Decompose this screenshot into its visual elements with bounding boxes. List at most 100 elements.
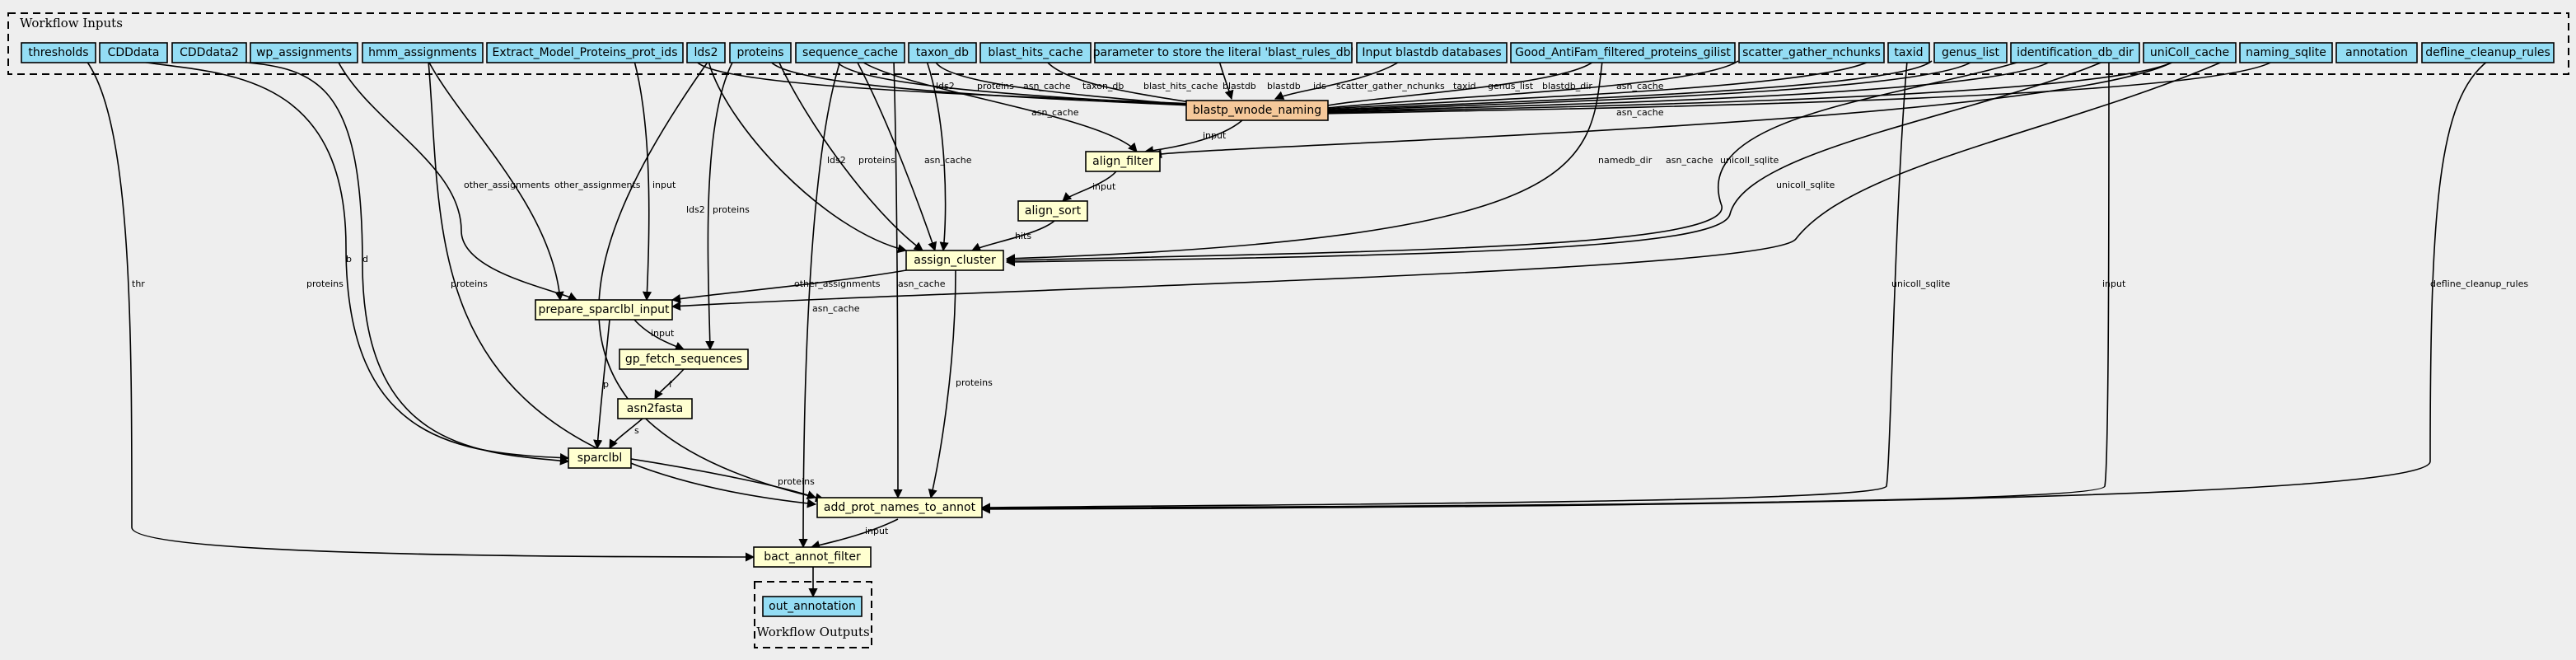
svg-text:hmm_assignments: hmm_assignments bbox=[368, 46, 477, 59]
node-proteins[interactable]: proteins bbox=[729, 42, 792, 63]
svg-text:taxid: taxid bbox=[1894, 46, 1923, 59]
edge-label: lds2 bbox=[936, 81, 955, 91]
svg-text:Extract_Model_Proteins_prot_id: Extract_Model_Proteins_prot_ids bbox=[492, 46, 677, 59]
edge-label: unicoll_sqlite bbox=[1720, 155, 1779, 166]
edge-label: input bbox=[652, 180, 676, 190]
edge-label: proteins bbox=[956, 377, 993, 388]
node-sequence-cache[interactable]: sequence_cache bbox=[795, 42, 905, 63]
edge-label: thr bbox=[132, 279, 145, 289]
edge-label: b bbox=[346, 254, 352, 264]
edge-label: input bbox=[2102, 279, 2126, 289]
node-extract-model-proteins[interactable]: Extract_Model_Proteins_prot_ids bbox=[486, 42, 684, 63]
edge-label: asn_cache bbox=[1616, 107, 1664, 118]
node-good-antifam[interactable]: Good_AntiFam_filtered_proteins_gilist bbox=[1510, 42, 1736, 63]
edge-label: hits bbox=[1015, 231, 1031, 241]
edge-label: asn_cache bbox=[1031, 107, 1079, 118]
node-genus-list[interactable]: genus_list bbox=[1933, 42, 2008, 63]
edge-label: other_assignments bbox=[464, 180, 550, 190]
svg-text:align_filter: align_filter bbox=[1092, 155, 1153, 168]
node-taxid[interactable]: taxid bbox=[1887, 42, 1930, 63]
step-nodes: blastp_wnode_naming align_filter align_s… bbox=[535, 100, 1329, 617]
edge-label: d bbox=[362, 254, 368, 264]
svg-text:align_sort: align_sort bbox=[1025, 204, 1082, 218]
edge-label: asn_cache bbox=[1023, 81, 1071, 91]
workflow-outputs-cluster bbox=[754, 581, 872, 648]
node-hmm-assignments[interactable]: hmm_assignments bbox=[362, 42, 484, 63]
svg-text:thresholds: thresholds bbox=[28, 46, 88, 59]
svg-text:bact_annot_filter: bact_annot_filter bbox=[764, 550, 861, 564]
edge-label: asn_cache bbox=[924, 155, 972, 166]
edge-label: p bbox=[603, 379, 609, 390]
svg-text:assign_cluster: assign_cluster bbox=[914, 254, 996, 267]
edge-label: genus_list bbox=[1488, 81, 1534, 91]
edge-label: taxon_db bbox=[1082, 81, 1124, 91]
node-thresholds[interactable]: thresholds bbox=[21, 42, 96, 63]
node-annotation[interactable]: annotation bbox=[2335, 42, 2418, 63]
node-identification-db-dir[interactable]: identification_db_dir bbox=[2010, 42, 2140, 63]
edge-label: unicoll_sqlite bbox=[1776, 180, 1835, 190]
node-bact-annot-filter[interactable]: bact_annot_filter bbox=[753, 546, 872, 568]
edge-label: proteins bbox=[451, 279, 488, 289]
node-blastp-wnode-naming[interactable]: blastp_wnode_naming bbox=[1185, 100, 1329, 121]
svg-text:gp_fetch_sequences: gp_fetch_sequences bbox=[625, 353, 742, 366]
node-blast-hits-cache[interactable]: blast_hits_cache bbox=[979, 42, 1092, 63]
svg-text:naming_sqlite: naming_sqlite bbox=[2246, 46, 2326, 59]
node-input-blastdb[interactable]: Input blastdb databases bbox=[1356, 42, 1508, 63]
svg-text:blast_hits_cache: blast_hits_cache bbox=[988, 46, 1082, 59]
edge-label: proteins bbox=[977, 81, 1014, 91]
node-align-filter[interactable]: align_filter bbox=[1085, 151, 1161, 172]
edge-label: other_assignments bbox=[554, 180, 641, 190]
edge-label: input bbox=[1203, 130, 1227, 141]
node-taxon-db[interactable]: taxon_db bbox=[908, 42, 977, 63]
svg-text:out_annotation: out_annotation bbox=[769, 600, 856, 613]
svg-text:CDDdata2: CDDdata2 bbox=[180, 46, 239, 59]
edge-label: asn_cache bbox=[1616, 81, 1664, 91]
node-naming-sqlite[interactable]: naming_sqlite bbox=[2239, 42, 2333, 63]
node-defline-cleanup-rules[interactable]: defline_cleanup_rules bbox=[2421, 42, 2555, 63]
workflow-outputs-label: Workflow Outputs bbox=[756, 625, 869, 639]
edge-label: other_assignments bbox=[794, 279, 881, 289]
input-nodes: thresholds CDDdata CDDdata2 wp_assignmen… bbox=[21, 42, 2555, 63]
svg-text:scatter_gather_nchunks: scatter_gather_nchunks bbox=[1742, 46, 1881, 59]
edge-label: asn_cache bbox=[812, 303, 860, 314]
edge-label: unicoll_sqlite bbox=[1891, 279, 1951, 289]
svg-text:sparclbl: sparclbl bbox=[577, 452, 623, 465]
edge-label: blastdb bbox=[1267, 81, 1301, 91]
svg-text:blastp_wnode_naming: blastp_wnode_naming bbox=[1193, 104, 1321, 117]
edge-label: proteins bbox=[778, 476, 815, 487]
node-cdddata[interactable]: CDDdata bbox=[99, 42, 168, 63]
node-lds2[interactable]: lds2 bbox=[686, 42, 726, 63]
node-out-annotation[interactable]: out_annotation bbox=[762, 596, 863, 617]
workflow-inputs-cluster bbox=[7, 12, 2569, 75]
node-sparclbl[interactable]: sparclbl bbox=[568, 447, 632, 469]
edge-labels: lds2 proteins asn_cache taxon_db blast_h… bbox=[132, 81, 2528, 536]
edge-label: s bbox=[634, 425, 639, 436]
node-asn2fasta[interactable]: asn2fasta bbox=[617, 398, 693, 419]
node-add-prot-names-to-annot[interactable]: add_prot_names_to_annot bbox=[816, 497, 983, 518]
node-wp-assignments[interactable]: wp_assignments bbox=[250, 42, 358, 63]
edge-label: asn_cache bbox=[898, 279, 946, 289]
node-scatter-gather[interactable]: scatter_gather_nchunks bbox=[1738, 42, 1885, 63]
edge-label: proteins bbox=[306, 279, 344, 289]
workflow-inputs-label: Workflow Inputs bbox=[20, 16, 123, 30]
edge-label: ids bbox=[1313, 81, 1326, 91]
node-prepare-sparclbl-input[interactable]: prepare_sparclbl_input bbox=[535, 299, 673, 321]
svg-text:genus_list: genus_list bbox=[1942, 46, 2000, 59]
node-blast-rules-param[interactable]: parameter to store the literal 'blast_ru… bbox=[1093, 42, 1354, 63]
edge-label: defline_cleanup_rules bbox=[2430, 279, 2528, 289]
edge-label: input bbox=[651, 328, 675, 339]
edges bbox=[86, 60, 2489, 598]
edge-label: lds2 bbox=[827, 155, 846, 166]
node-assign-cluster[interactable]: assign_cluster bbox=[905, 250, 1004, 271]
edge-label: proteins bbox=[858, 155, 895, 166]
edge-label: f bbox=[669, 379, 673, 390]
svg-text:asn2fasta: asn2fasta bbox=[627, 402, 684, 415]
edge-label: namedb_dir bbox=[1598, 155, 1653, 166]
node-cdddata2[interactable]: CDDdata2 bbox=[171, 42, 247, 63]
edge-label: lds2 bbox=[686, 204, 705, 215]
node-align-sort[interactable]: align_sort bbox=[1017, 200, 1088, 222]
node-unicoll-cache[interactable]: uniColl_cache bbox=[2143, 42, 2237, 63]
node-gp-fetch-sequences[interactable]: gp_fetch_sequences bbox=[619, 349, 749, 370]
svg-text:lds2: lds2 bbox=[694, 46, 718, 59]
